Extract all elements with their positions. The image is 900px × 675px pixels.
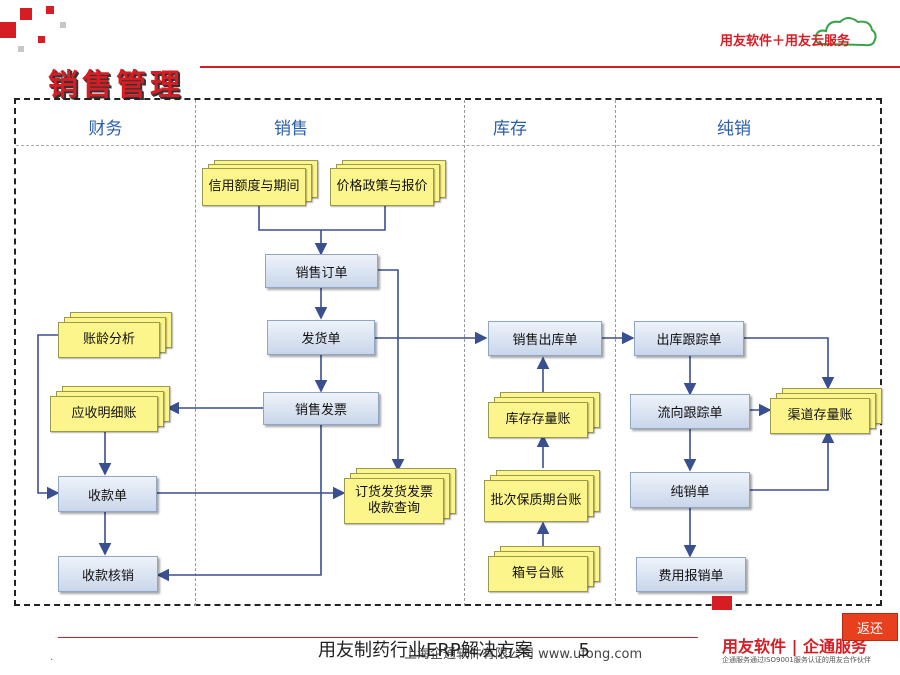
lane-divider — [464, 100, 465, 606]
header-divider — [16, 145, 880, 146]
decor-square — [46, 6, 54, 14]
footer-title: 用友制药行业ERP解决方案 5 — [318, 636, 590, 662]
footer-brand: 用友软件 | 企通服务 — [722, 637, 867, 656]
doc-label: 箱号台账 — [511, 566, 564, 581]
footer-brand-sub: 企通服务通过ISO9001服务认证的用友合作伙伴 — [722, 656, 871, 664]
lane-header-inventory: 库存 — [493, 119, 527, 139]
doc-box-ledger: 箱号台账 — [488, 546, 604, 592]
node-outbound-track: 出库跟踪单 — [634, 321, 744, 356]
doc-label: 库存存量账 — [505, 412, 571, 427]
doc-label: 信用额度与期间 — [208, 179, 300, 194]
decor-square — [712, 596, 732, 610]
footer-rule — [58, 637, 698, 638]
lane-divider — [615, 100, 616, 606]
cloud-logo-icon — [814, 17, 877, 47]
doc-label: 批次保质期台账 — [490, 493, 582, 508]
footer-title-text: 用友制药行业ERP解决方案 — [318, 640, 533, 661]
page-number: 5 — [578, 640, 590, 661]
doc-label: 订货发货发票收款查询 — [354, 485, 433, 516]
doc-order-query: 订货发货发票收款查询 — [344, 468, 458, 524]
page-title: 销售管理 — [48, 68, 184, 103]
node-expense: 费用报销单 — [636, 557, 746, 592]
lane-header-distribution: 纯销 — [717, 119, 751, 139]
decor-square — [60, 22, 66, 28]
node-sales-order: 销售订单 — [265, 254, 378, 288]
doc-channel-stock: 渠道存量账 — [770, 388, 888, 434]
doc-credit: 信用额度与期间 — [202, 160, 322, 206]
doc-label: 账龄分析 — [82, 332, 135, 347]
node-writeoff: 收款核销 — [58, 556, 158, 592]
footer-company: 上海企通软件有限公司 www.ufong.com — [404, 647, 643, 662]
lane-header-finance: 财务 — [88, 119, 123, 139]
bottom-dot: · — [50, 655, 54, 666]
node-delivery: 发货单 — [267, 320, 375, 355]
decor-square — [20, 8, 32, 20]
node-pure-sales: 纯销单 — [630, 472, 750, 508]
back-button[interactable]: 返还 — [842, 613, 898, 641]
doc-label: 应收明细账 — [71, 406, 137, 421]
header-rule — [200, 66, 900, 68]
swimlane-frame — [14, 98, 882, 606]
doc-receivable: 应收明细账 — [50, 386, 174, 432]
doc-price: 价格政策与报价 — [330, 160, 450, 206]
doc-aging: 账龄分析 — [58, 312, 176, 358]
node-receipt: 收款单 — [58, 476, 157, 512]
doc-inventory-ledger: 库存存量账 — [488, 392, 604, 438]
doc-label: 渠道存量账 — [787, 408, 853, 423]
lane-header-sales: 销售 — [274, 119, 308, 139]
decor-square — [18, 46, 24, 52]
lane-divider — [195, 100, 196, 606]
doc-label: 价格政策与报价 — [336, 179, 428, 194]
decor-square — [0, 22, 16, 38]
brand-text: 用友软件＋用友云服务 — [720, 34, 851, 49]
doc-batch-ledger: 批次保质期台账 — [484, 470, 604, 522]
node-invoice: 销售发票 — [263, 392, 379, 425]
node-stock-out: 销售出库单 — [488, 321, 602, 356]
node-flow-track: 流向跟踪单 — [630, 394, 750, 429]
decor-square — [38, 36, 45, 43]
